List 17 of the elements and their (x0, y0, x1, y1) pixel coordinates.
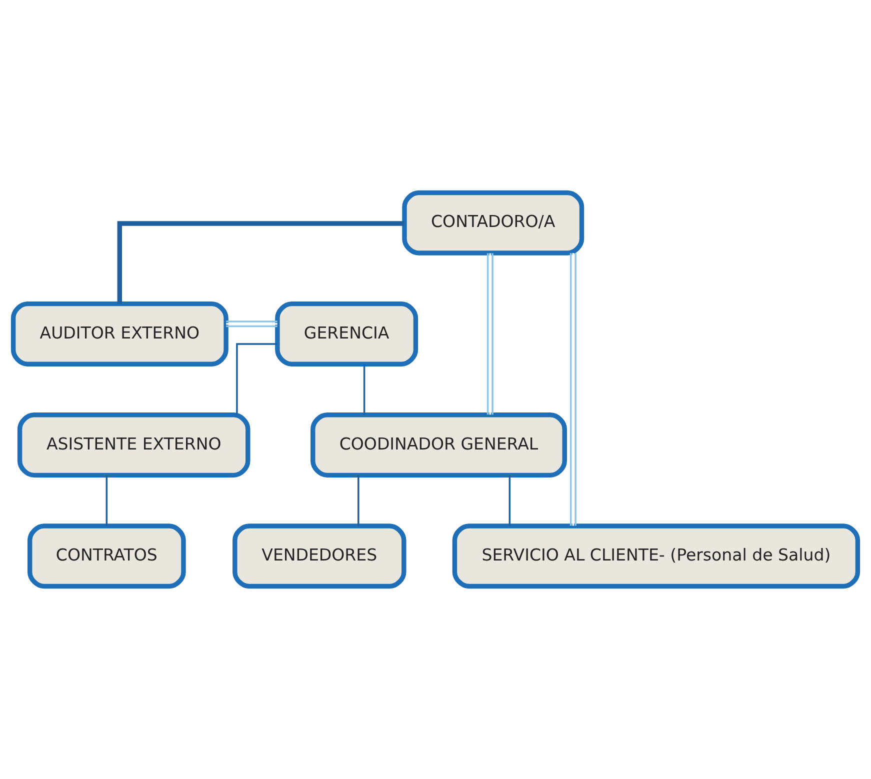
connector (508, 475, 511, 526)
node-box: CONTADORO/A (402, 190, 584, 256)
connector (358, 475, 360, 526)
node-box: VENDEDORES (232, 524, 406, 589)
connector (117, 221, 404, 304)
node-box: COODINADOR GENERAL (310, 412, 567, 478)
node-box: GERENCIA (275, 301, 418, 366)
connector (570, 253, 576, 526)
connector (236, 343, 278, 415)
connector (486, 253, 494, 415)
node-box: AUDITOR EXTERNO (10, 301, 228, 366)
connector (106, 475, 108, 526)
node-box: ASISTENTE EXTERNO (17, 412, 250, 478)
connector (226, 320, 278, 328)
node-box: CONTRATOS (27, 524, 186, 589)
node-box: SERVICIO AL CLIENTE- (Personal de Salud) (452, 524, 860, 589)
connector (363, 364, 366, 415)
